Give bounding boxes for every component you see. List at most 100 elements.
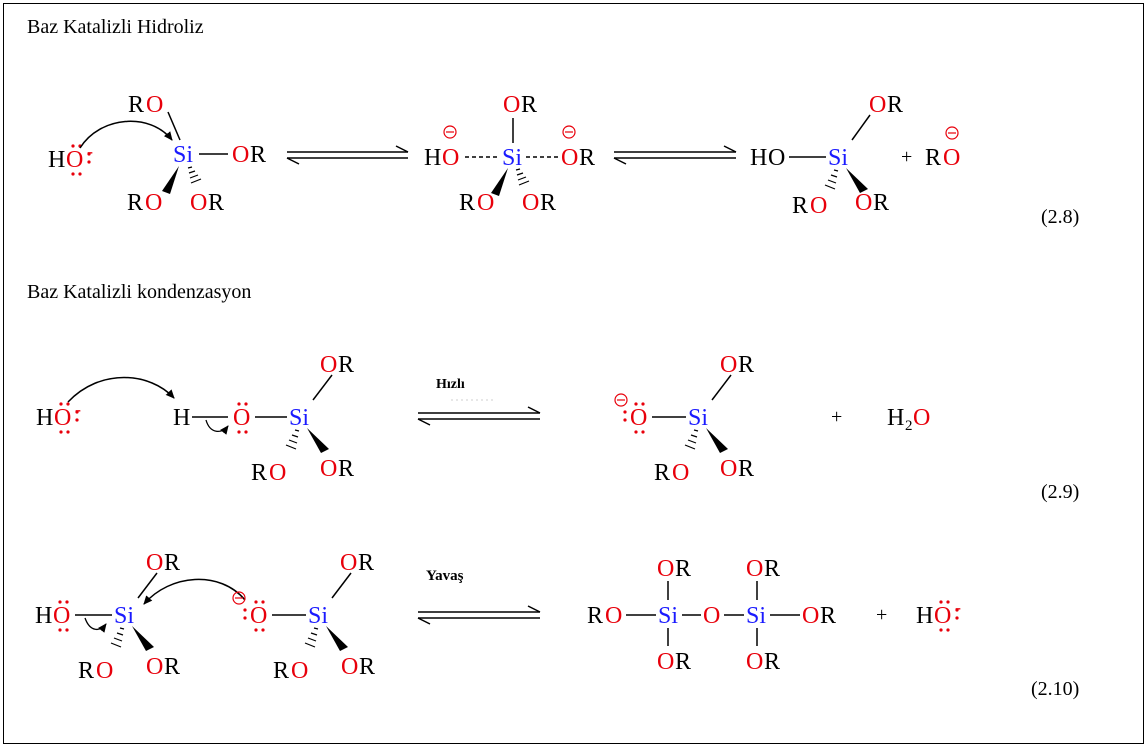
- svg-text:O: O: [66, 147, 83, 173]
- heading-base-catalyzed-hydrolysis: Baz Katalizli Hidroliz: [27, 16, 204, 38]
- svg-text:H: H: [916, 603, 933, 629]
- reaction-2-10: H O Si O R R O O R O: [35, 550, 961, 684]
- svg-text:O: O: [657, 649, 674, 675]
- svg-text:Si: Si: [746, 603, 766, 629]
- svg-text:O: O: [746, 649, 763, 675]
- svg-text:R: R: [128, 92, 144, 118]
- equation-number-2-9: (2.9): [1041, 481, 1080, 503]
- svg-text:O: O: [269, 460, 286, 486]
- silanol-reactant: H O Si O R R O O R: [173, 352, 354, 486]
- svg-text:O: O: [561, 145, 578, 171]
- reaction-2-9: H O - H O Si O R R O O: [36, 352, 930, 486]
- slow-equilibrium-arrow: Yavaş: [417, 568, 541, 625]
- svg-text:O: O: [232, 142, 249, 168]
- svg-text:R: R: [764, 649, 780, 675]
- svg-text:R: R: [250, 142, 266, 168]
- svg-text:Si: Si: [658, 603, 678, 629]
- svg-text:R: R: [459, 190, 475, 216]
- slow-label: Yavaş: [426, 568, 464, 584]
- svg-text:R: R: [208, 190, 224, 216]
- svg-text:O: O: [703, 603, 720, 629]
- svg-text:H: H: [750, 145, 767, 171]
- svg-text:R: R: [792, 193, 808, 219]
- pentacoordinate-intermediate: H O Si O R O R R O O R: [424, 92, 595, 216]
- svg-text:R: R: [164, 550, 180, 576]
- silanolate-anion: O Si O R R O O R: [232, 550, 375, 684]
- svg-text:O: O: [146, 92, 163, 118]
- tetraalkoxysilane: Si R O O R R O O R: [127, 92, 266, 216]
- svg-text:R: R: [273, 658, 289, 684]
- svg-text:O: O: [657, 556, 674, 582]
- svg-text:R: R: [127, 190, 143, 216]
- svg-text:O: O: [855, 190, 872, 216]
- svg-text:R: R: [925, 145, 941, 171]
- svg-text:R: R: [587, 603, 603, 629]
- svg-text:O: O: [190, 190, 207, 216]
- svg-text:H: H: [36, 405, 53, 431]
- hydroxide-ion: H O -: [916, 597, 961, 632]
- nucleophilic-attack-arrow: [143, 578, 246, 605]
- svg-text:R: R: [540, 190, 556, 216]
- svg-text:Si: Si: [502, 145, 522, 171]
- svg-text:Si: Si: [114, 603, 134, 629]
- svg-text:H: H: [173, 405, 190, 431]
- svg-text:O: O: [96, 658, 113, 684]
- svg-text:Si: Si: [688, 405, 708, 431]
- svg-text:R: R: [738, 456, 754, 482]
- svg-text:R: R: [820, 603, 836, 629]
- svg-text:Si: Si: [308, 603, 328, 629]
- fast-equilibrium-arrow: Hızlı: [417, 377, 541, 426]
- svg-text:R: R: [654, 460, 670, 486]
- svg-text:R: R: [358, 550, 374, 576]
- svg-text:O: O: [630, 405, 647, 431]
- svg-text:O: O: [746, 556, 763, 582]
- svg-text:R: R: [873, 190, 889, 216]
- svg-text:O: O: [672, 460, 689, 486]
- proton-abstraction-arrow: [67, 376, 175, 403]
- leaving-group-arrow: [84, 617, 107, 633]
- svg-text:O: O: [943, 145, 960, 171]
- svg-text:R: R: [338, 352, 354, 378]
- svg-text:R: R: [338, 456, 354, 482]
- silanol-product: H O Si O R R O O R: [750, 92, 903, 219]
- svg-text:R: R: [78, 658, 94, 684]
- svg-text:R: R: [251, 460, 267, 486]
- equation-number-2-8: (2.8): [1041, 206, 1080, 228]
- svg-text:H: H: [48, 147, 65, 173]
- svg-text:O: O: [810, 193, 827, 219]
- svg-text:+: +: [901, 146, 912, 168]
- water-molecule: H 2 O: [887, 405, 930, 434]
- svg-text:O: O: [54, 405, 71, 431]
- plus-sign: +: [876, 604, 887, 626]
- svg-text:O: O: [503, 92, 520, 118]
- svg-text:O: O: [340, 550, 357, 576]
- silanolate-anion: O Si O R R O O R: [614, 352, 754, 486]
- svg-text:O: O: [320, 456, 337, 482]
- svg-text:R: R: [887, 92, 903, 118]
- disiloxane-product: R O Si O R O R O Si O R O R O R: [587, 556, 836, 675]
- reaction-2-8: H O - Si R O O R R O O R: [48, 92, 960, 219]
- figure-frame: [3, 3, 1144, 744]
- equilibrium-arrow: [286, 145, 409, 165]
- svg-text:R: R: [164, 654, 180, 680]
- bond-electron-arrow: [205, 419, 229, 435]
- svg-text:O: O: [53, 603, 70, 629]
- svg-text:O: O: [291, 658, 308, 684]
- svg-text:O: O: [477, 190, 494, 216]
- silanol-reactant: H O Si O R R O O R: [35, 550, 180, 684]
- svg-text:R: R: [521, 92, 537, 118]
- svg-text:O: O: [442, 145, 459, 171]
- svg-text:O: O: [869, 92, 886, 118]
- svg-text:O: O: [934, 603, 951, 629]
- svg-text:O: O: [233, 405, 250, 431]
- svg-text:O: O: [802, 603, 819, 629]
- svg-text:H: H: [35, 603, 52, 629]
- svg-text:Si: Si: [828, 145, 848, 171]
- svg-text:O: O: [146, 654, 163, 680]
- svg-text:R: R: [359, 654, 375, 680]
- svg-text:-: -: [87, 141, 93, 161]
- svg-text:R: R: [738, 352, 754, 378]
- svg-text:2: 2: [905, 418, 913, 434]
- svg-text:R: R: [579, 145, 595, 171]
- svg-text:O: O: [720, 456, 737, 482]
